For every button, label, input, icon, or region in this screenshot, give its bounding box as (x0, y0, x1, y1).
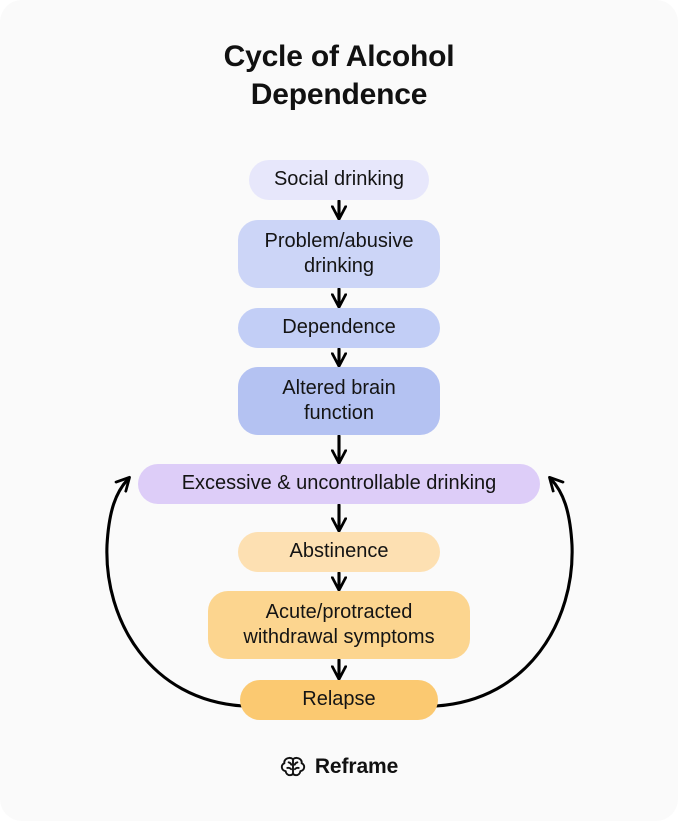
brand-logo: Reframe (0, 755, 678, 779)
node-excessive-uncontrollable-drinking[interactable]: Excessive & uncontrollable drinking (138, 464, 540, 504)
node-label: Acute/protracted withdrawal symptoms (243, 600, 435, 648)
brain-icon (280, 756, 305, 777)
node-label: Altered brain function (282, 376, 396, 424)
node-label: Abstinence (289, 540, 389, 563)
page-title-line-2: Dependence (250, 78, 428, 112)
node-relapse[interactable]: Relapse (240, 680, 438, 720)
node-abstinence[interactable]: Abstinence (238, 532, 440, 572)
node-label: Problem/abusive drinking (264, 229, 414, 277)
brand-name: Reframe (314, 755, 399, 778)
node-social-drinking[interactable]: Social drinking (249, 160, 429, 200)
node-label: Social drinking (273, 168, 405, 191)
node-acute-protracted-withdrawal-symptoms[interactable]: Acute/protracted withdrawal symptoms (208, 591, 470, 659)
node-problem-abusive-drinking[interactable]: Problem/abusive drinking (238, 220, 440, 288)
node-label: Excessive & uncontrollable drinking (181, 472, 497, 495)
node-label: Dependence (282, 316, 396, 339)
node-label: Relapse (302, 688, 376, 711)
page-title: Cycle of Alcohol Dependence (0, 38, 678, 115)
node-dependence[interactable]: Dependence (238, 308, 440, 348)
page-title-line-1: Cycle of Alcohol (223, 40, 455, 73)
node-altered-brain-function[interactable]: Altered brain function (238, 367, 440, 435)
